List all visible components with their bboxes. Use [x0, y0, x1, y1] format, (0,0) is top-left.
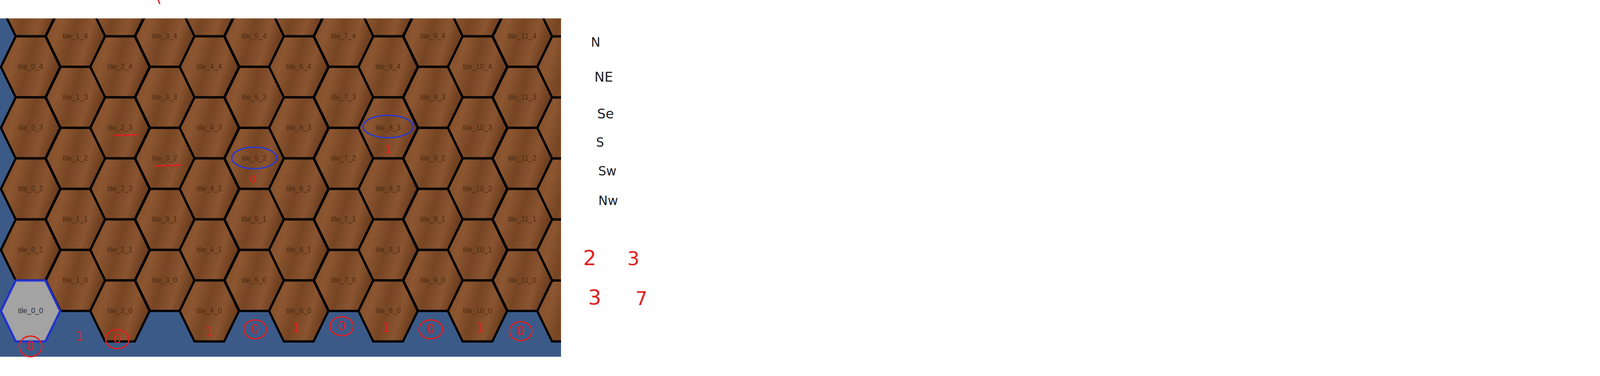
- tile-label: tile_0_4: [17, 62, 44, 71]
- tile-label: tile_2_3: [107, 123, 133, 133]
- hex-tile: tile_2_0: [90, 280, 150, 342]
- direction-note: NE: [594, 70, 613, 84]
- tile-label: tile_11_0: [508, 276, 537, 285]
- tile-label: tile_7_2: [330, 154, 356, 163]
- tile-label: tile_9_1: [419, 215, 446, 224]
- tile-label: tile_4_0: [196, 307, 222, 316]
- tile-label: tile_11_3: [508, 93, 537, 102]
- bit-number: 0: [516, 325, 525, 338]
- tile-label: tile_10_2: [463, 185, 493, 194]
- tile-label: tile_1_4: [62, 32, 88, 41]
- tile-label: tile_6_0: [286, 307, 312, 316]
- tile-label: tile_9_4: [419, 32, 446, 41]
- tile-label: tile_6_2: [286, 185, 312, 194]
- bit-number: 1: [75, 330, 84, 344]
- bit-number: 1: [291, 322, 301, 335]
- tile-label: tile_4_3: [196, 123, 222, 133]
- hex-board: tile_1_4 tile_3_4 tile_5_4 tile_7_4 tile_9_4…: [0, 18, 562, 358]
- bit-number: 1: [475, 322, 484, 335]
- tile-label: tile_11_2: [508, 154, 537, 163]
- direction-note: N: [591, 36, 601, 49]
- tile-label: tile_8_2: [375, 185, 401, 194]
- tile-label: tile_6_1: [286, 246, 312, 255]
- bit-number: 0: [337, 320, 346, 333]
- tile-label: tile_10_0: [463, 307, 493, 316]
- tile-label: tile_3_0: [151, 276, 177, 285]
- tile-label: tile_0_2: [17, 185, 44, 194]
- tile-label: tile_3_3: [151, 93, 177, 102]
- bit-number: 0: [26, 340, 35, 354]
- tile-label: tile_1_2: [62, 154, 88, 163]
- bit-number: 0: [113, 333, 122, 346]
- tile-label: tile_3_2: [151, 154, 177, 163]
- tile-label: tile_5_1: [241, 215, 267, 224]
- tile-label: tile_4_2: [196, 185, 222, 194]
- tile-label: tile_10_1: [463, 246, 493, 255]
- tile-label: tile_3_4: [151, 32, 177, 41]
- tile-label: tile_1_1: [62, 215, 88, 224]
- bit-number: 1: [381, 322, 390, 335]
- callout-number: 0: [249, 174, 257, 185]
- note-number: 7: [635, 289, 648, 309]
- tile-label: tile_0_3: [17, 123, 44, 133]
- note-number: 2: [583, 247, 597, 269]
- tile-label: tile_11_1: [508, 215, 537, 224]
- tile-label: tile_1_0: [62, 276, 88, 285]
- tile-label: tile_9_3: [419, 93, 446, 102]
- tile-label: tile_10_3: [463, 123, 493, 133]
- tile-label: tile_10_4: [463, 62, 493, 71]
- tile-label: tile_1_3: [62, 93, 88, 102]
- tile-label: tile_4_1: [196, 246, 222, 255]
- tile-label: tile_11_4: [508, 32, 537, 41]
- direction-note: Sw: [598, 165, 617, 178]
- tile-label: tile_2_2: [107, 185, 133, 194]
- tile-label: tile_0_0: [17, 307, 44, 316]
- tile-label: tile_3_1: [151, 215, 177, 224]
- tile-label: tile_5_2: [241, 154, 267, 163]
- tile-label: tile_8_1: [375, 246, 401, 255]
- tile-label: tile_2_0: [107, 307, 133, 316]
- tile-label: tile_2_1: [107, 246, 133, 255]
- tile-label: tile_7_0: [330, 276, 356, 285]
- note-number: 3: [627, 249, 640, 269]
- direction-note: S: [596, 136, 605, 150]
- tile-label: tile_5_4: [241, 32, 267, 41]
- direction-note: Se: [596, 107, 615, 121]
- tile-label: tile_4_4: [196, 62, 222, 71]
- tile-label: tile_6_4: [286, 62, 312, 71]
- direction-note: Nw: [598, 194, 619, 208]
- tile-label: tile_2_4: [107, 62, 133, 71]
- callout-number: 1: [384, 144, 392, 155]
- tile-label: tile_8_3: [375, 123, 401, 133]
- bit-number: 1: [205, 326, 214, 339]
- tile-label: tile_0_1: [17, 246, 44, 255]
- tile-label: tile_7_4: [330, 32, 356, 41]
- bit-number: 0: [251, 323, 260, 336]
- tile-label: tile_8_4: [375, 62, 401, 71]
- tile-label: tile_5_0: [241, 276, 267, 285]
- tile-label: tile_8_0: [375, 307, 401, 316]
- tile-label: tile_9_2: [419, 154, 446, 163]
- tile-label: tile_6_3: [286, 123, 312, 133]
- hex-tile: tile_0_0: [0, 280, 61, 342]
- tile-label: tile_9_0: [419, 276, 446, 285]
- bit-number: 0: [426, 323, 435, 336]
- note-number: 3: [587, 287, 602, 309]
- tile-label: tile_7_1: [330, 215, 356, 224]
- tile-label: tile_7_3: [330, 93, 356, 102]
- tile-label: tile_5_3: [241, 93, 267, 102]
